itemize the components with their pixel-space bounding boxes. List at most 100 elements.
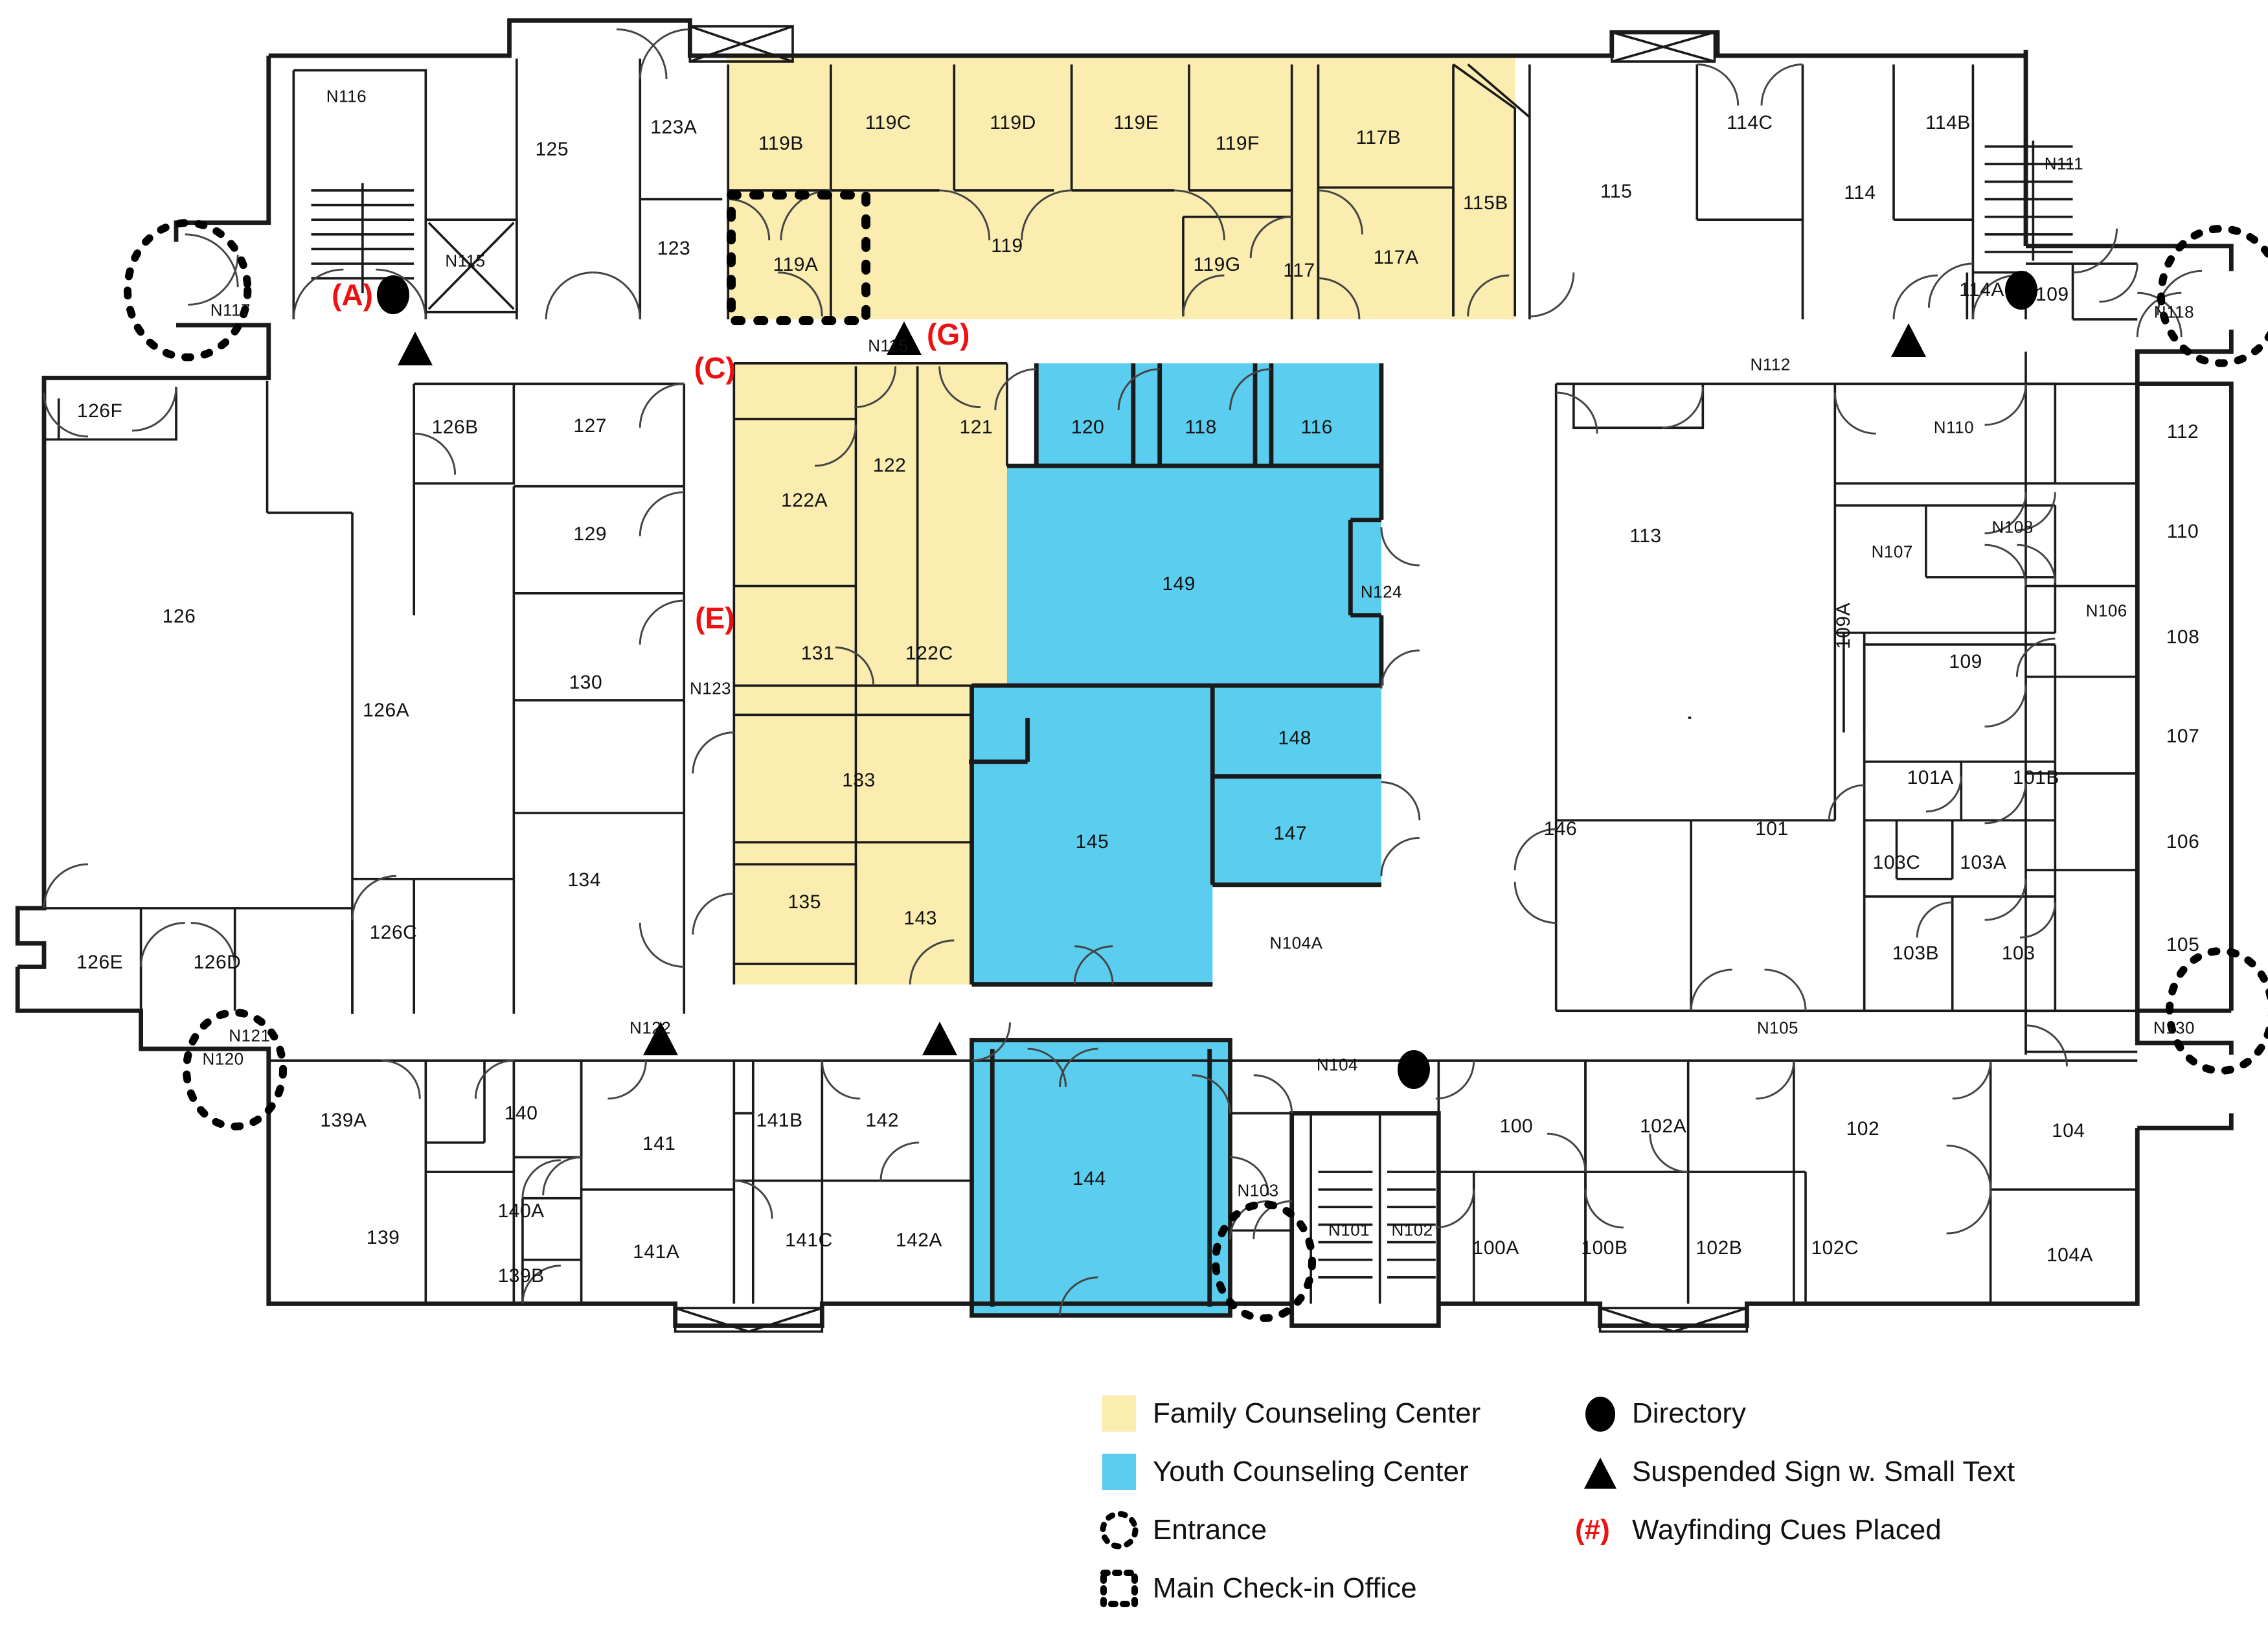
entrance-marker	[2166, 946, 2268, 1075]
room-label-119B: 119B	[758, 132, 804, 154]
room-label-109A: 109A	[1832, 602, 1854, 649]
room-label-118: 118	[1185, 417, 1217, 439]
room-label-N103: N103	[1237, 1180, 1279, 1200]
room-label-103B: 103B	[1892, 943, 1940, 965]
room-label-121: 121	[959, 417, 993, 439]
room-label-N108: N108	[1991, 517, 2034, 537]
room-label-141C: 141C	[785, 1230, 833, 1252]
north-wing-walls	[292, 19, 2138, 321]
room-label-N112: N112	[1750, 354, 1791, 374]
stair-hatches	[674, 25, 1749, 1333]
room-label-116: 116	[1300, 417, 1333, 439]
room-label-125: 125	[535, 138, 569, 160]
room-label-140A: 140A	[497, 1200, 545, 1222]
wayfinding-cue-C: (C)	[694, 350, 736, 385]
room-label-101A: 101A	[1907, 766, 1954, 788]
room-label-101: 101	[1755, 818, 1789, 840]
legend-suspended-sign-icon	[1584, 1458, 1616, 1489]
room-label-N115: N115	[868, 336, 909, 356]
room-label-103: 103	[2001, 943, 2036, 965]
room-label-N104: N104	[1316, 1055, 1358, 1075]
entrance-marker	[1212, 1200, 1317, 1322]
legend-swatch-family	[1102, 1395, 1136, 1432]
room-label-126: 126	[162, 605, 196, 627]
west-wing-walls	[43, 380, 686, 1014]
room-label-122A: 122A	[781, 490, 828, 512]
room-label-120: 120	[1071, 417, 1105, 439]
room-label-114B: 114B	[1925, 111, 1971, 133]
room-label-122: 122	[872, 455, 907, 477]
center-youth-walls	[969, 363, 1384, 1318]
room-label-141A: 141A	[633, 1241, 680, 1263]
directory-marker	[377, 275, 410, 314]
room-label-119D: 119D	[990, 111, 1036, 133]
room-label-102C: 102C	[1811, 1237, 1859, 1259]
room-label-139B: 139B	[497, 1265, 545, 1287]
room-label-N124: N124	[1360, 582, 1402, 602]
room-label-100: 100	[1499, 1115, 1534, 1137]
room-label-109: 109	[2036, 283, 2069, 305]
room-label-126E: 126E	[76, 951, 124, 973]
room-label-N130: N130	[2153, 1018, 2195, 1038]
room-label-106: 106	[2166, 831, 2200, 853]
directory-marker	[1397, 1049, 1430, 1089]
room-label-129: 129	[573, 523, 607, 545]
room-label-127: 127	[573, 415, 607, 437]
room-label-114C: 114C	[1727, 111, 1773, 133]
room-label-115B: 115B	[1462, 192, 1508, 214]
room-label-N122: N122	[629, 1018, 672, 1038]
room-label-N116: N116	[326, 86, 367, 106]
main-checkin-office-marker	[727, 190, 871, 325]
room-label-123A: 123A	[650, 116, 697, 138]
room-label-N104A: N104A	[1269, 933, 1323, 953]
room-label-126B: 126B	[431, 417, 479, 439]
zone-youth-counseling-fill	[971, 363, 1381, 1316]
entrance-marker	[124, 218, 252, 361]
directory-marker	[2005, 270, 2038, 310]
room-label-126C: 126C	[369, 922, 418, 944]
room-label-131: 131	[800, 642, 835, 664]
room-label-119E: 119E	[1113, 111, 1159, 133]
legend-label-directory: Directory	[1632, 1397, 1747, 1429]
room-label-141: 141	[642, 1133, 676, 1155]
room-label-119C: 119C	[865, 111, 912, 133]
room-label-112: 112	[2166, 421, 2199, 443]
room-label-123: 123	[657, 238, 691, 260]
room-label-146: 146	[1543, 818, 1578, 840]
room-label-N110: N110	[1933, 417, 1975, 437]
room-label-133: 133	[842, 770, 876, 792]
room-label-N118: N118	[2153, 302, 2195, 322]
suspended-sign-marker	[643, 1022, 678, 1056]
legend-wayfinding-hash-icon: (#)	[1575, 1514, 1610, 1546]
legend-label-checkin: Main Check-in Office	[1153, 1572, 1417, 1604]
wayfinding-cue-E: (E)	[695, 601, 735, 636]
room-label-126F: 126F	[76, 400, 123, 422]
room-label-115: 115	[1600, 181, 1633, 203]
suspended-sign-marker	[887, 321, 922, 356]
room-label-114A: 114A	[1959, 279, 2004, 301]
room-label-134: 134	[567, 869, 601, 891]
room-label-104: 104	[2051, 1119, 2085, 1141]
legend-label-wayfinding: Wayfinding Cues Placed	[1632, 1514, 1942, 1546]
room-label-N107: N107	[1871, 542, 1913, 562]
room-label-119A: 119A	[773, 254, 819, 276]
legend-entrance-icon	[1100, 1511, 1139, 1550]
room-label-140: 140	[504, 1102, 538, 1124]
legend-label-entrance: Entrance	[1153, 1514, 1267, 1546]
room-label-119G: 119G	[1193, 254, 1241, 276]
room-label-N121: N121	[229, 1025, 271, 1046]
room-label-143: 143	[903, 907, 937, 929]
suspended-sign-marker	[398, 332, 433, 366]
room-label-102: 102	[1846, 1118, 1880, 1140]
room-label-126A: 126A	[363, 699, 410, 721]
legend-label-family: Family Counseling Center	[1153, 1397, 1481, 1429]
room-label-N102: N102	[1391, 1220, 1433, 1240]
room-label-100A: 100A	[1472, 1237, 1519, 1259]
wayfinding-cue-G: (G)	[927, 317, 970, 351]
room-label-142: 142	[865, 1109, 900, 1131]
room-label-135: 135	[788, 891, 821, 913]
room-label-122C: 122C	[905, 642, 953, 664]
room-label-119F: 119F	[1215, 132, 1260, 154]
legend-label-youth: Youth Counseling Center	[1153, 1456, 1469, 1487]
room-label-105: 105	[2166, 933, 2200, 956]
